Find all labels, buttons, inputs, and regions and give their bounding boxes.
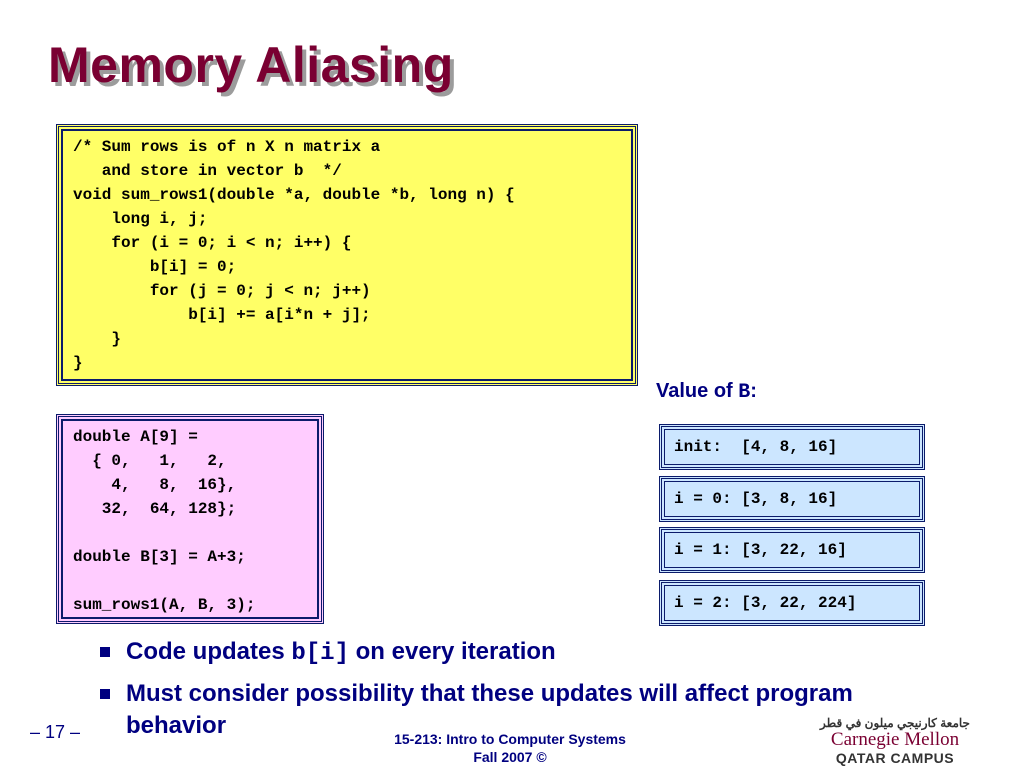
value-box-init: init: [4, 8, 16] bbox=[659, 424, 925, 470]
bullet-item: Code updates b[i] on every iteration bbox=[100, 636, 900, 670]
bullet-list: Code updates b[i] on every iteration Mus… bbox=[100, 636, 900, 750]
value-label-var: B bbox=[738, 381, 751, 404]
logo-name: Carnegie Mellon bbox=[830, 729, 960, 750]
bullet-code: b[i] bbox=[291, 640, 349, 667]
array-declaration-code-block: double A[9] = { 0, 1, 2, 4, 8, 16}, 32, … bbox=[56, 414, 324, 624]
cmu-qatar-logo: جامعة كارنيجي ميلون في قطر Carnegie Mell… bbox=[820, 716, 970, 766]
value-label-prefix: Value of bbox=[656, 380, 739, 402]
slide-title: Memory Aliasing bbox=[48, 37, 454, 93]
bullet-square-icon bbox=[100, 689, 110, 699]
bullet-text-after: on every iteration bbox=[348, 638, 556, 665]
footer-course: 15-213: Intro to Computer Systems bbox=[394, 731, 626, 747]
bullet-item: Must consider possibility that these upd… bbox=[100, 678, 900, 742]
footer: 15-213: Intro to Computer Systems Fall 2… bbox=[360, 730, 660, 766]
value-label-suffix: : bbox=[750, 380, 757, 402]
bullet-square-icon bbox=[100, 647, 110, 657]
logo-campus: QATAR CAMPUS bbox=[835, 750, 955, 766]
value-box-i2: i = 2: [3, 22, 224] bbox=[659, 580, 925, 626]
value-of-b-label: Value of B: bbox=[656, 380, 757, 404]
sum-rows-code-block: /* Sum rows is of n X n matrix a and sto… bbox=[56, 124, 638, 386]
bullet-text: Must consider possibility that these upd… bbox=[126, 680, 853, 739]
page-number: – 17 – bbox=[30, 722, 81, 742]
value-box-i0: i = 0: [3, 8, 16] bbox=[659, 476, 925, 522]
value-box-i1: i = 1: [3, 22, 16] bbox=[659, 527, 925, 573]
footer-term: Fall 2007 © bbox=[473, 749, 547, 765]
logo-arabic-text: جامعة كارنيجي ميلون في قطر bbox=[820, 716, 970, 730]
bullet-text: Code updates bbox=[126, 638, 292, 665]
